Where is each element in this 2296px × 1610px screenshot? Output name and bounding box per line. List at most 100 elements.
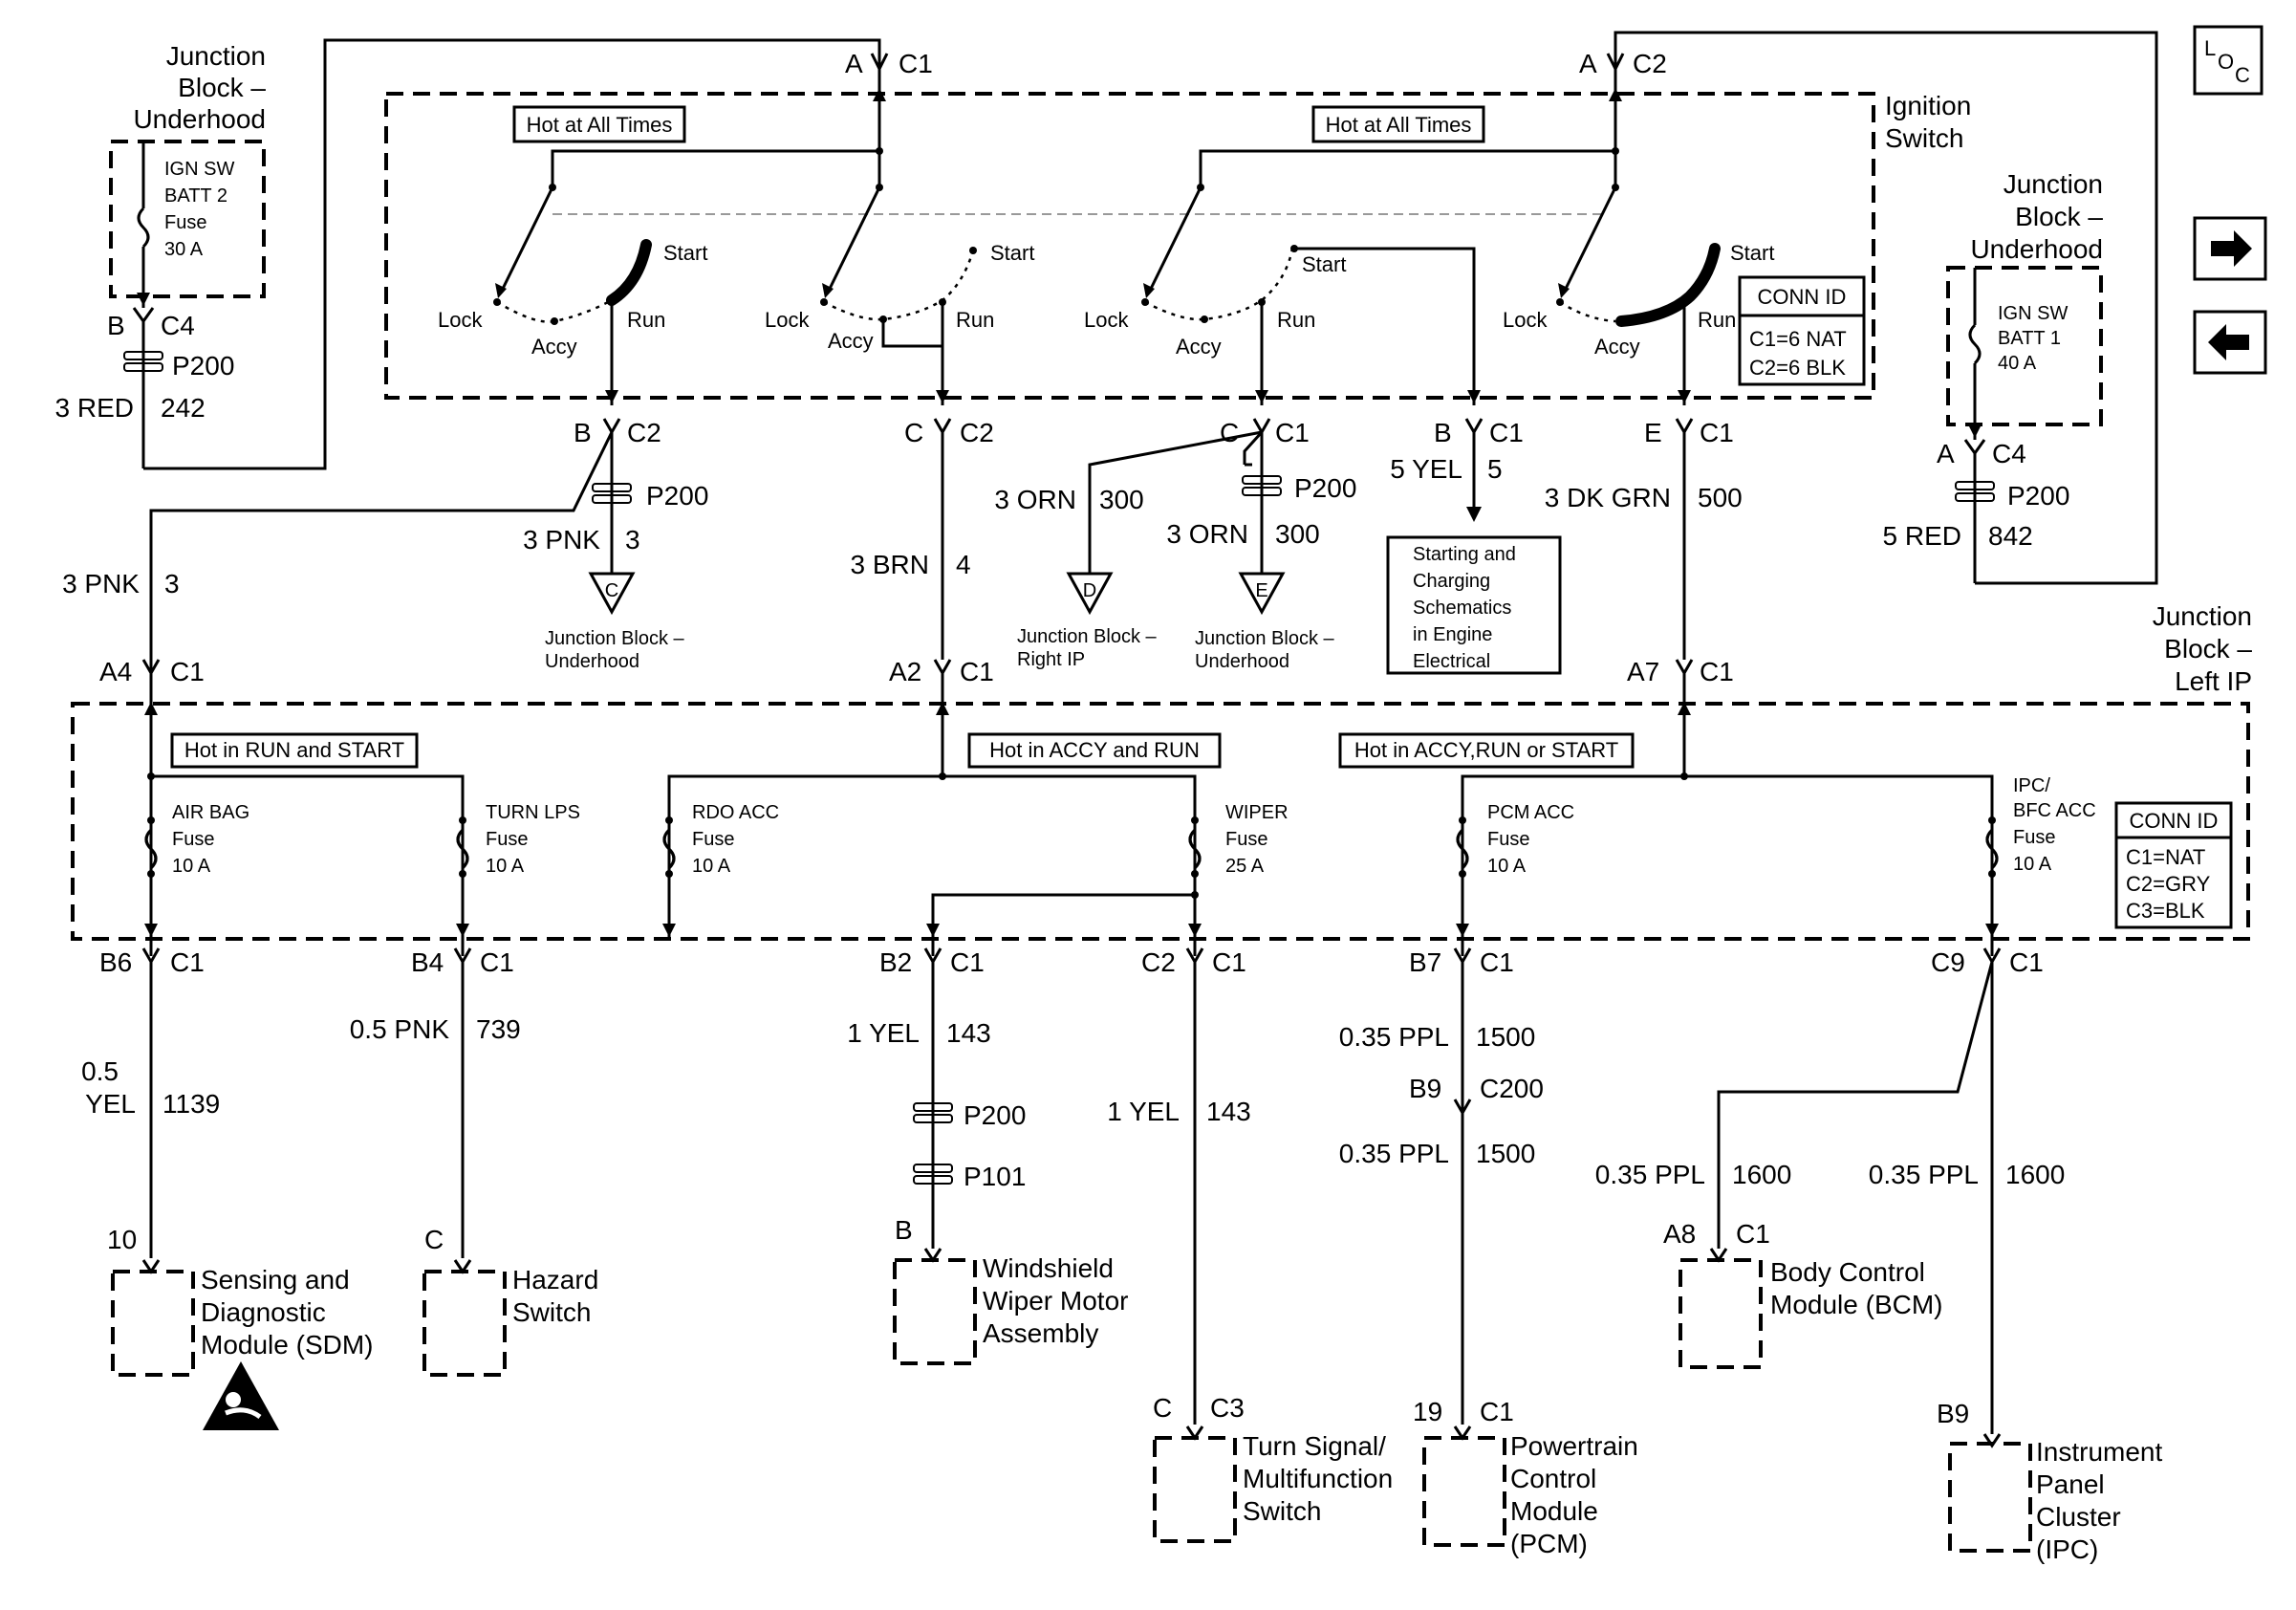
svg-text:4: 4: [956, 550, 971, 579]
svg-text:Module: Module: [1510, 1496, 1598, 1526]
svg-text:Accy: Accy: [1594, 335, 1640, 359]
svg-text:1600: 1600: [1732, 1160, 1791, 1189]
svg-text:Fuse: Fuse: [172, 829, 214, 850]
svg-text:Run: Run: [1277, 308, 1315, 332]
hot-all-times-right: Hot at All Times: [1326, 113, 1472, 137]
component-turn-signal-switch[interactable]: C C3 Turn Signal/ Multifunction Switch: [1153, 1393, 1393, 1543]
svg-text:A8: A8: [1663, 1219, 1696, 1249]
svg-text:C2: C2: [960, 418, 994, 447]
svg-text:143: 143: [946, 1018, 991, 1048]
svg-text:0.35 PPL: 0.35 PPL: [1595, 1160, 1705, 1189]
svg-text:C3=BLK: C3=BLK: [2126, 899, 2205, 923]
svg-text:Ignition: Ignition: [1885, 91, 1971, 120]
svg-text:A2: A2: [889, 657, 921, 686]
svg-text:Junction Block –: Junction Block –: [1017, 626, 1158, 647]
svg-text:5 RED: 5 RED: [1883, 521, 1961, 551]
svg-text:B: B: [107, 311, 125, 340]
svg-text:30 A: 30 A: [164, 239, 204, 260]
jb-underhood-left: Junction Block – Underhood IGN SW BATT 2…: [55, 38, 881, 470]
jb-left-ip-conn-id: CONN ID C1=NAT C2=GRY C3=BLK: [2114, 801, 2233, 929]
jb-underhood-right: Junction Block – Underhood IGN SW BATT 1…: [1883, 169, 2103, 583]
hot-all-times-left: Hot at All Times: [527, 113, 673, 137]
component-bcm[interactable]: A8 C1 Body Control Module (BCM): [1663, 1219, 1942, 1369]
svg-text:A7: A7: [1627, 657, 1659, 686]
svg-text:Fuse: Fuse: [1225, 829, 1267, 850]
component-wiper-motor[interactable]: B Windshield Wiper Motor Assembly: [893, 1215, 1128, 1365]
svg-text:B4: B4: [411, 947, 444, 977]
svg-text:C2=6 BLK: C2=6 BLK: [1749, 356, 1846, 380]
svg-text:1500: 1500: [1476, 1139, 1535, 1168]
svg-text:C1: C1: [170, 657, 205, 686]
svg-text:BATT 1: BATT 1: [1998, 328, 2061, 349]
svg-text:3: 3: [164, 569, 180, 598]
svg-text:C1: C1: [480, 947, 514, 977]
svg-text:10: 10: [107, 1225, 137, 1254]
svg-text:25 A: 25 A: [1225, 856, 1265, 877]
svg-text:0.35 PPL: 0.35 PPL: [1869, 1160, 1979, 1189]
svg-text:Accy: Accy: [828, 329, 874, 353]
svg-text:Start: Start: [1302, 252, 1346, 276]
svg-text:0.35 PPL: 0.35 PPL: [1339, 1139, 1449, 1168]
svg-text:C: C: [1220, 418, 1239, 447]
svg-text:Instrument: Instrument: [2036, 1437, 2162, 1467]
svg-text:10 A: 10 A: [2013, 854, 2052, 875]
svg-text:Lock: Lock: [1084, 308, 1129, 332]
svg-text:3 DK GRN: 3 DK GRN: [1545, 483, 1671, 512]
svg-text:Fuse: Fuse: [1487, 829, 1529, 850]
svg-text:C: C: [1153, 1393, 1172, 1423]
svg-text:0.35 PPL: 0.35 PPL: [1339, 1022, 1449, 1052]
svg-text:C1: C1: [1480, 947, 1514, 977]
output-wires: B6 C1 0.5 YEL 1139 B4 C1 0.5 PNK 739 B2 …: [81, 947, 2065, 1434]
svg-text:IPC/: IPC/: [2013, 775, 2050, 796]
jb-left-title2: Block –: [178, 73, 266, 102]
svg-text:A: A: [1937, 439, 1955, 468]
svg-text:10 A: 10 A: [486, 856, 525, 877]
svg-text:TURN LPS: TURN LPS: [486, 802, 580, 823]
arrow-right-icon[interactable]: [2193, 216, 2267, 281]
svg-text:500: 500: [1698, 483, 1743, 512]
component-pcm[interactable]: 19 C1 Powertrain Control Module (PCM): [1413, 1397, 1638, 1558]
svg-text:3 ORN: 3 ORN: [1166, 519, 1248, 549]
component-ipc[interactable]: B9 Instrument Panel Cluster (IPC): [1937, 1399, 2162, 1564]
location-icon[interactable]: L O C: [2193, 25, 2264, 96]
jb-left-title3: Underhood: [133, 104, 266, 134]
svg-text:Powertrain: Powertrain: [1510, 1431, 1638, 1461]
svg-text:Underhood: Underhood: [1195, 651, 1289, 672]
svg-text:Underhood: Underhood: [545, 651, 639, 672]
svg-text:Hazard: Hazard: [512, 1265, 598, 1295]
svg-text:Module (SDM): Module (SDM): [201, 1330, 373, 1360]
svg-text:Module (BCM): Module (BCM): [1770, 1290, 1942, 1319]
svg-text:Lock: Lock: [765, 308, 810, 332]
svg-text:BATT 2: BATT 2: [164, 185, 227, 207]
svg-text:1139: 1139: [162, 1089, 220, 1119]
svg-text:Run: Run: [1698, 308, 1736, 332]
svg-text:A: A: [1579, 49, 1597, 78]
svg-text:3: 3: [625, 525, 640, 555]
svg-text:Block –: Block –: [2164, 634, 2252, 664]
svg-text:Junction: Junction: [2004, 169, 2103, 199]
svg-text:Junction: Junction: [2153, 601, 2252, 631]
component-sdm[interactable]: 10 Sensing and Diagnostic Module (SDM): [107, 1225, 373, 1430]
svg-text:300: 300: [1099, 485, 1144, 514]
arrow-left-icon[interactable]: [2193, 310, 2267, 375]
svg-text:O: O: [2218, 50, 2234, 74]
svg-text:C: C: [904, 418, 923, 447]
svg-text:C2: C2: [627, 418, 661, 447]
svg-text:Underhood: Underhood: [1970, 234, 2103, 264]
svg-text:C: C: [424, 1225, 444, 1254]
svg-text:Windshield: Windshield: [983, 1253, 1114, 1283]
svg-text:Junction Block –: Junction Block –: [545, 628, 685, 649]
svg-text:Turn Signal/: Turn Signal/: [1243, 1431, 1386, 1461]
svg-text:Start: Start: [1730, 241, 1774, 265]
svg-text:Control: Control: [1510, 1464, 1596, 1493]
svg-text:C1: C1: [950, 947, 985, 977]
svg-text:C1: C1: [1212, 947, 1246, 977]
starting-charging-ref-box[interactable]: Starting and Charging Schematics in Engi…: [1386, 535, 1562, 675]
svg-text:E: E: [1644, 418, 1662, 447]
mid-wires: P200 3 PNK 3 3 PNK 3 C Junction Block – …: [62, 430, 1743, 706]
svg-text:Fuse: Fuse: [692, 829, 734, 850]
svg-text:3 ORN: 3 ORN: [994, 485, 1076, 514]
svg-text:3 PNK: 3 PNK: [523, 525, 600, 555]
hot-accy-run-start-label: Hot in ACCY,RUN or START: [1354, 738, 1618, 762]
component-hazard-switch[interactable]: C Hazard Switch: [422, 1225, 598, 1377]
